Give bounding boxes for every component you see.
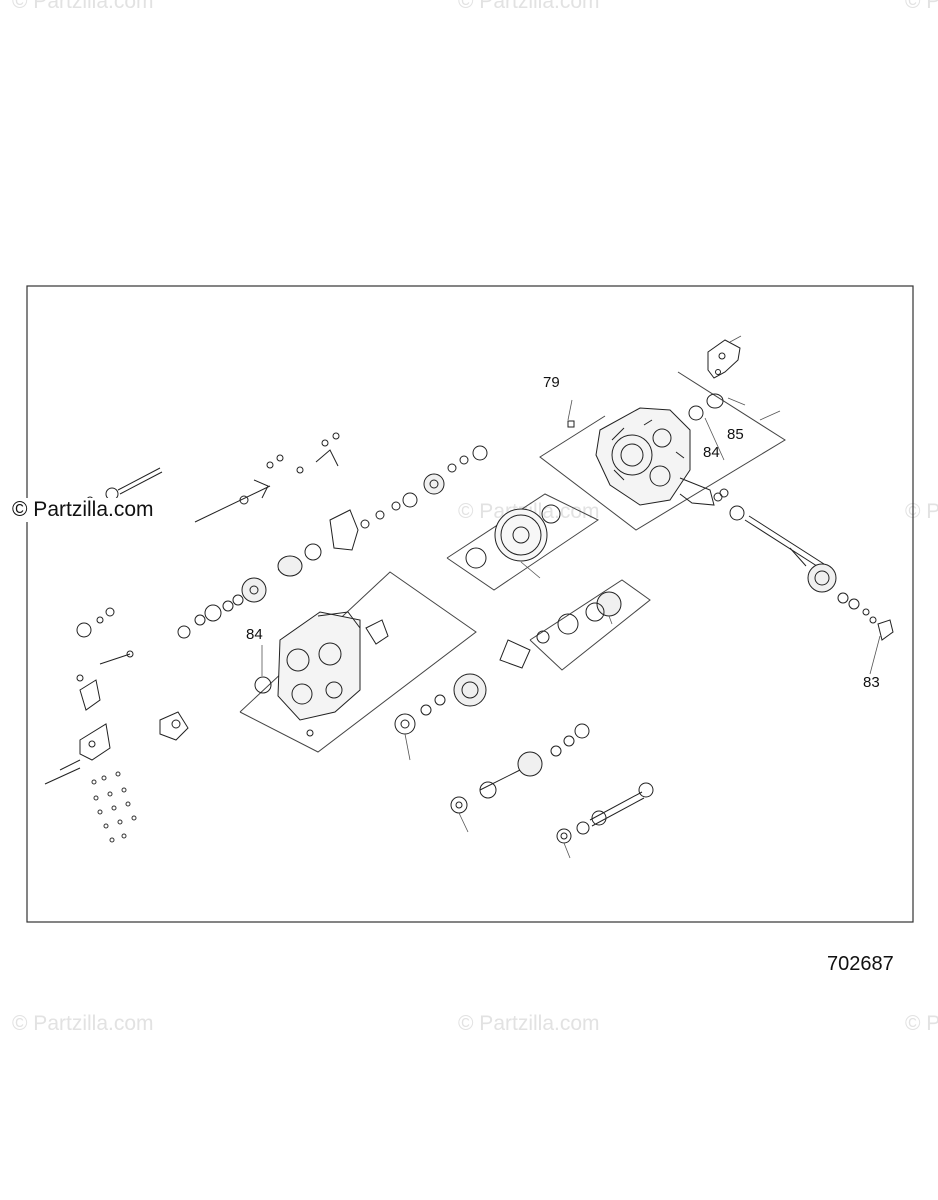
bearing-upper xyxy=(706,393,724,409)
diagram-frame xyxy=(26,285,914,923)
right-shaft-assembly xyxy=(713,488,894,641)
mount-bracket xyxy=(707,339,741,379)
output-shaft-group-outline xyxy=(529,579,651,671)
callout-83: 83 xyxy=(863,674,880,691)
seal-upper xyxy=(688,405,704,421)
idler-gear xyxy=(465,504,561,569)
figure-number: 702687 xyxy=(827,953,894,975)
callout-84-upper: 84 xyxy=(703,444,720,461)
gear-stack-left xyxy=(177,577,267,639)
watermark-bottom-left: © Partzilla.com xyxy=(12,1012,154,1035)
output-shaft xyxy=(499,591,622,669)
watermark-top-center: © Partzilla.com xyxy=(458,0,600,13)
fastener-set xyxy=(91,771,137,843)
watermark-bottom-right: © P xyxy=(905,1012,938,1035)
upper-case-group-outline xyxy=(539,371,786,531)
input-shaft xyxy=(277,445,488,577)
shift-fork-assembly xyxy=(194,432,340,523)
watermark-top-left: © Partzilla.com xyxy=(12,0,154,13)
lower-housing xyxy=(254,611,389,737)
watermark-prominent: © Partzilla.com xyxy=(10,498,156,522)
middle-gear-stack xyxy=(394,673,487,735)
watermark-bottom-center: © Partzilla.com xyxy=(458,1012,600,1035)
watermark-top-right: © P xyxy=(905,0,938,13)
callout-79: 79 xyxy=(543,374,560,391)
lower-shaft-1 xyxy=(450,723,590,814)
breather-plug xyxy=(567,420,575,428)
lower-shaft-2 xyxy=(556,782,654,844)
upper-housing xyxy=(595,407,715,506)
shift-linkage xyxy=(44,607,189,785)
callout-84-lower: 84 xyxy=(246,626,263,643)
leader-lines xyxy=(261,335,881,859)
callout-85: 85 xyxy=(727,426,744,443)
